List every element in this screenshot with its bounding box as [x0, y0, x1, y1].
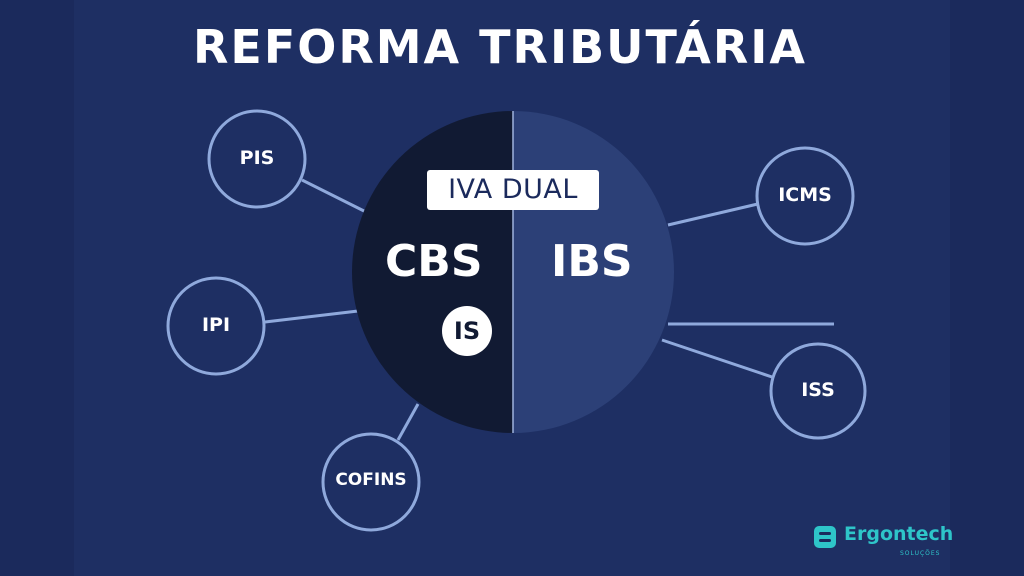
- node-ipi: [166, 276, 266, 376]
- iva-dual-tag: IVA DUAL: [427, 170, 599, 210]
- ergontech-logo-icon: [814, 526, 836, 548]
- connector-cofins: [396, 403, 420, 441]
- label-cofins: COFINS: [335, 470, 407, 490]
- cbs-label: CBS: [385, 236, 483, 287]
- node-cofins: [321, 432, 421, 532]
- connector-ipi: [264, 309, 359, 324]
- label-iss: ISS: [801, 379, 835, 401]
- node-iss: [769, 342, 867, 440]
- label-icms: ICMS: [778, 184, 832, 206]
- label-pis: PIS: [239, 147, 275, 169]
- connector-pis: [301, 178, 367, 214]
- ibs-label: IBS: [551, 236, 633, 287]
- node-icms: [755, 146, 855, 246]
- connector-iss: [661, 338, 776, 380]
- brand-tagline: SOLUÇÕES: [900, 550, 941, 557]
- is-badge: IS: [442, 306, 492, 356]
- label-ipi: IPI: [201, 314, 231, 336]
- page-title: REFORMA TRIBUTÁRIA: [192, 20, 808, 74]
- node-pis: [207, 109, 307, 209]
- brand-name: Ergontech: [844, 523, 954, 545]
- connector-icms: [667, 201, 763, 227]
